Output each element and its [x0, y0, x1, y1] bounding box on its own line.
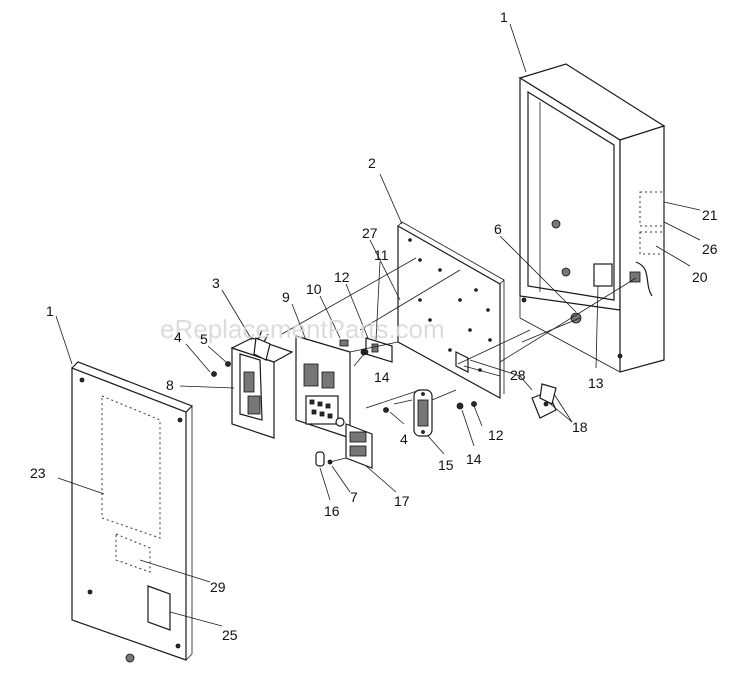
callout-4-left: 4 — [174, 329, 182, 345]
callout-9: 9 — [282, 289, 290, 305]
enclosure-box — [518, 63, 666, 373]
callout-29: 29 — [210, 579, 226, 595]
circuit-board — [295, 335, 351, 439]
callout-5: 5 — [200, 331, 208, 347]
callout-3: 3 — [212, 275, 220, 291]
callout-18: 18 — [572, 419, 588, 435]
callout-6: 6 — [494, 221, 502, 237]
leader-lines — [55, 23, 701, 627]
callout-27: 27 — [362, 225, 378, 241]
outlet-receptacle — [413, 389, 433, 437]
callout-12-upper: 12 — [334, 269, 350, 285]
callout-14-lower: 14 — [466, 451, 482, 467]
small-hardware — [339, 337, 477, 413]
callout-25: 25 — [222, 627, 238, 643]
callout-17: 17 — [394, 493, 410, 509]
callout-7: 7 — [350, 489, 358, 505]
mounting-plate — [397, 221, 505, 400]
bracket-parts — [531, 383, 557, 419]
callout-12-lower: 12 — [488, 427, 504, 443]
callout-1-door: 1 — [46, 303, 54, 319]
callout-15: 15 — [438, 457, 454, 473]
callout-2: 2 — [368, 155, 376, 171]
callout-14-upper: 14 — [374, 369, 390, 385]
callout-1-enclosure: 1 — [500, 9, 508, 25]
front-door-panel — [70, 361, 194, 663]
callout-8: 8 — [166, 377, 174, 393]
callout-21: 21 — [702, 207, 718, 223]
callout-labels: 1 1 2 3 4 4 5 6 7 8 9 10 11 12 12 13 14 … — [30, 9, 718, 643]
callout-4-right: 4 — [400, 431, 408, 447]
callout-16: 16 — [324, 503, 340, 519]
assembly-lines — [281, 257, 637, 463]
callout-10: 10 — [306, 281, 322, 297]
callout-28: 28 — [510, 367, 526, 383]
callout-13: 13 — [588, 375, 604, 391]
breaker-assembly — [211, 329, 294, 439]
callout-26: 26 — [702, 241, 718, 257]
callout-20: 20 — [692, 269, 708, 285]
watermark-text: eReplacementParts.com — [160, 314, 445, 344]
callout-23: 23 — [30, 465, 46, 481]
terminal-block — [315, 423, 373, 469]
callout-11: 11 — [374, 247, 389, 263]
